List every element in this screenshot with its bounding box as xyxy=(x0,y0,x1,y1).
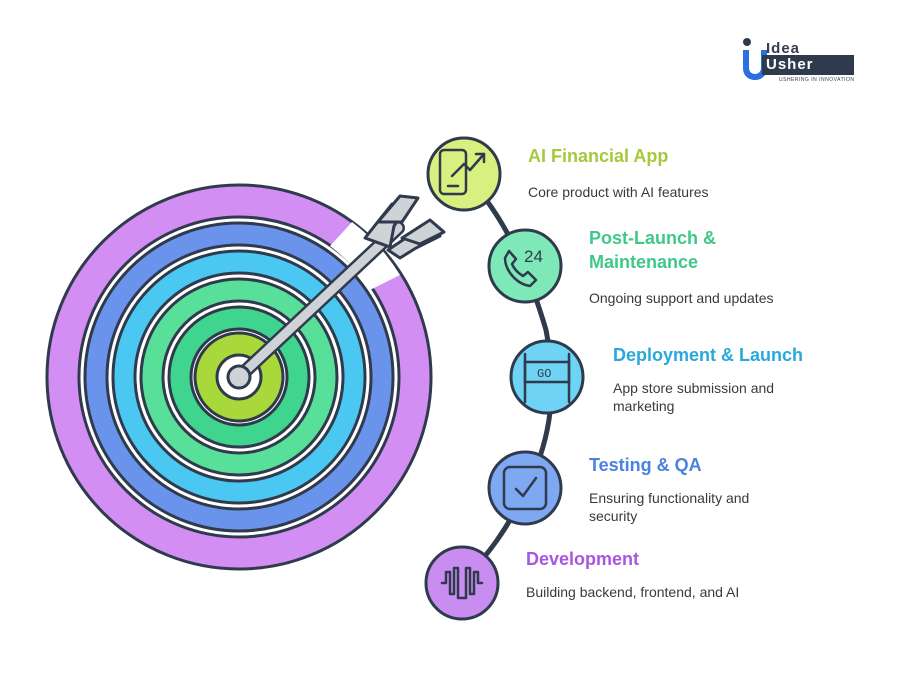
step-title-2: Post-Launch & Maintenance xyxy=(589,228,717,272)
step-node-2: 24 xyxy=(487,228,563,304)
step-title-1: AI Financial App xyxy=(528,146,669,166)
arrow xyxy=(226,194,446,390)
logo-word-top: Idea xyxy=(766,40,801,57)
step-circle-4 xyxy=(487,450,563,526)
logo-tagline: USHERING IN INNOVATION xyxy=(779,77,855,83)
mobile-growth-icon xyxy=(438,148,486,196)
step-circle-2 xyxy=(487,228,563,304)
step-desc-3: App store submission and marketing xyxy=(613,380,775,414)
step-desc-5: Building backend, frontend, and AI xyxy=(526,584,740,600)
arrow-tip xyxy=(226,364,252,390)
phone-24-icon: 24 xyxy=(503,247,543,288)
icon-24-label: 24 xyxy=(524,247,543,266)
checkbox-icon xyxy=(502,465,548,511)
go-label: GO xyxy=(537,367,551,381)
step-node-5 xyxy=(424,545,500,621)
step-node-1 xyxy=(426,136,502,212)
arrow-shaft xyxy=(234,223,403,382)
step-desc-2: Ongoing support and updates xyxy=(589,290,774,306)
step-title-4: Testing & QA xyxy=(589,455,702,475)
step-circle-5 xyxy=(424,545,500,621)
step-desc-4: Ensuring functionality and security xyxy=(589,490,750,524)
step-node-3: GO xyxy=(509,339,585,415)
arrow-fletching-4 xyxy=(400,218,446,246)
logo-word-bottom: Usher xyxy=(762,55,854,75)
go-banner-icon: GO xyxy=(523,352,571,404)
step-circle-3 xyxy=(509,339,585,415)
step-desc-1: Core product with AI features xyxy=(528,184,709,200)
step-node-4 xyxy=(487,450,563,526)
logo-mark xyxy=(743,38,767,80)
arrow-fletching-3 xyxy=(376,194,420,224)
step-title-3: Deployment & Launch xyxy=(613,345,804,365)
step-title-5: Development xyxy=(526,549,640,569)
waveform-icon xyxy=(440,566,484,600)
